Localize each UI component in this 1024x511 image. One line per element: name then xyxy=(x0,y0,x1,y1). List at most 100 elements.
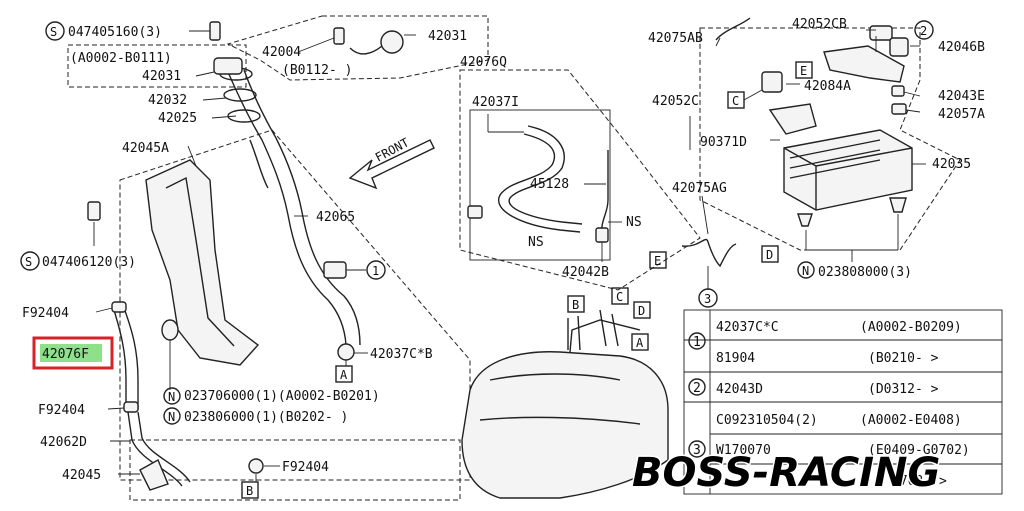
label-42031-left: 42031 xyxy=(142,69,181,84)
svg-text:C: C xyxy=(732,94,739,108)
leader-lines xyxy=(93,29,926,482)
label-42075ab: 42075AB xyxy=(648,31,703,46)
svg-text:C: C xyxy=(616,290,623,304)
callout-3: 3 xyxy=(698,288,718,308)
label-b0112: (B0112- ) xyxy=(282,63,352,78)
pipe-42062d xyxy=(127,411,183,487)
label-42052cb: 42052CB xyxy=(792,17,847,32)
box-b-1: B xyxy=(241,481,259,499)
label-42045a: 42045A xyxy=(122,141,169,156)
svg-text:S: S xyxy=(50,25,57,39)
cap-tether xyxy=(349,45,383,55)
svg-text:D: D xyxy=(766,248,773,262)
clamp-f92404-b xyxy=(123,401,139,413)
canister-dash-box xyxy=(699,27,961,251)
canister-bracket xyxy=(768,103,817,135)
box-d-1: D xyxy=(761,245,779,263)
filler-cap-dash-box xyxy=(226,15,489,81)
label-42042b: 42042B xyxy=(562,265,609,280)
callout-s-1: S xyxy=(45,21,65,41)
svg-text:1: 1 xyxy=(372,264,379,278)
label-42076f: 42076F xyxy=(42,347,89,362)
heat-shield-inner xyxy=(165,176,235,347)
svg-text:2: 2 xyxy=(920,24,927,38)
table-row-3-no: 2 xyxy=(693,381,701,396)
hose-42075ag xyxy=(681,238,737,268)
clamp-f92404-a xyxy=(111,301,127,313)
hose-42076f xyxy=(113,309,127,410)
label-42035: 42035 xyxy=(932,157,971,172)
box-e-1: E xyxy=(795,61,813,79)
label-42057a: 42057A xyxy=(938,107,985,122)
label-f92404-a: F92404 xyxy=(22,306,69,321)
callout-s-2: S xyxy=(20,251,40,271)
svg-text:3: 3 xyxy=(704,292,711,306)
vent-pipe-dash-box xyxy=(459,69,701,291)
box-e-2: E xyxy=(649,251,667,269)
vent-inner-box xyxy=(469,109,611,261)
front-label: FRONT xyxy=(373,135,411,164)
svg-text:B: B xyxy=(572,298,579,312)
highlight-fill xyxy=(40,344,102,362)
filler-cap-right xyxy=(380,30,404,54)
label-42032: 42032 xyxy=(148,93,187,108)
clip-1 xyxy=(323,261,347,279)
clamp-42037cb xyxy=(337,343,355,361)
grommet-n xyxy=(161,319,179,341)
callout-n-1: N xyxy=(163,387,181,405)
clamp-f92404-c xyxy=(248,458,264,474)
highlight-42076f[interactable]: 42076F xyxy=(32,336,114,370)
box-b-2: B xyxy=(567,295,585,313)
grommet-n-right-1 xyxy=(797,213,813,227)
filler-cap xyxy=(213,57,243,75)
label-42025: 42025 xyxy=(158,111,197,126)
table-row-2-range: (B0210- > xyxy=(868,351,939,366)
bolt-s-lower xyxy=(87,201,101,221)
vent-tube-42037i-outer xyxy=(508,125,583,225)
table-row-4-range: (A0002-E0408) xyxy=(860,413,962,428)
bolt-top xyxy=(209,21,221,41)
box-c-1: C xyxy=(727,91,745,109)
box-c-2: C xyxy=(611,287,629,305)
table-row-5-range: (E0409-G0702) xyxy=(868,443,970,458)
svg-text:A: A xyxy=(636,336,644,350)
svg-text:S: S xyxy=(25,255,32,269)
filler-neck-ring-3 xyxy=(227,109,261,123)
table-row-3-part: 42043D xyxy=(716,382,763,397)
pipe-42075ab xyxy=(715,17,751,41)
label-ns-2: NS xyxy=(626,215,642,230)
label-90371d: 90371D xyxy=(700,135,747,150)
label-42037cb: 42037C*B xyxy=(370,347,433,362)
label-42046b: 42046B xyxy=(938,40,985,55)
label-42065: 42065 xyxy=(316,210,355,225)
valve-42084a xyxy=(761,71,783,93)
label-f92404-b: F92404 xyxy=(38,403,85,418)
washer-42057a xyxy=(891,103,907,115)
label-42004: 42004 xyxy=(262,45,301,60)
clip-42004 xyxy=(333,27,345,45)
label-42062d: 42062D xyxy=(40,435,87,450)
vent-tube-42037i xyxy=(497,133,581,233)
filler-neck-pipe-outer xyxy=(243,69,361,346)
table-row-5-part: W170070 xyxy=(716,443,771,458)
svg-text:N: N xyxy=(802,264,809,278)
heat-shield xyxy=(145,159,260,366)
fuel-tank xyxy=(461,351,669,499)
box-d-2: D xyxy=(633,301,651,319)
hose-42076f-outer xyxy=(123,307,139,410)
table-row-6-range: 0703- > xyxy=(892,474,947,489)
svg-text:B: B xyxy=(246,484,253,498)
table-row-3-range: (D0312- > xyxy=(868,382,939,397)
label-42045: 42045 xyxy=(62,468,101,483)
filler-neck-ring-2 xyxy=(223,88,257,102)
bracket-left-vent xyxy=(467,205,483,219)
bracket-42045 xyxy=(139,459,169,491)
label-42084a: 42084A xyxy=(804,79,851,94)
label-42037i: 42037I xyxy=(472,95,519,110)
box-a-1: A xyxy=(335,365,353,383)
label-a0002-b0111: (A0002-B0111) xyxy=(70,51,172,66)
canister-ribs xyxy=(789,139,881,179)
watermark-boss-racing: BOSS-RACING xyxy=(632,450,940,496)
table-row-1-no: 1 xyxy=(693,335,701,350)
